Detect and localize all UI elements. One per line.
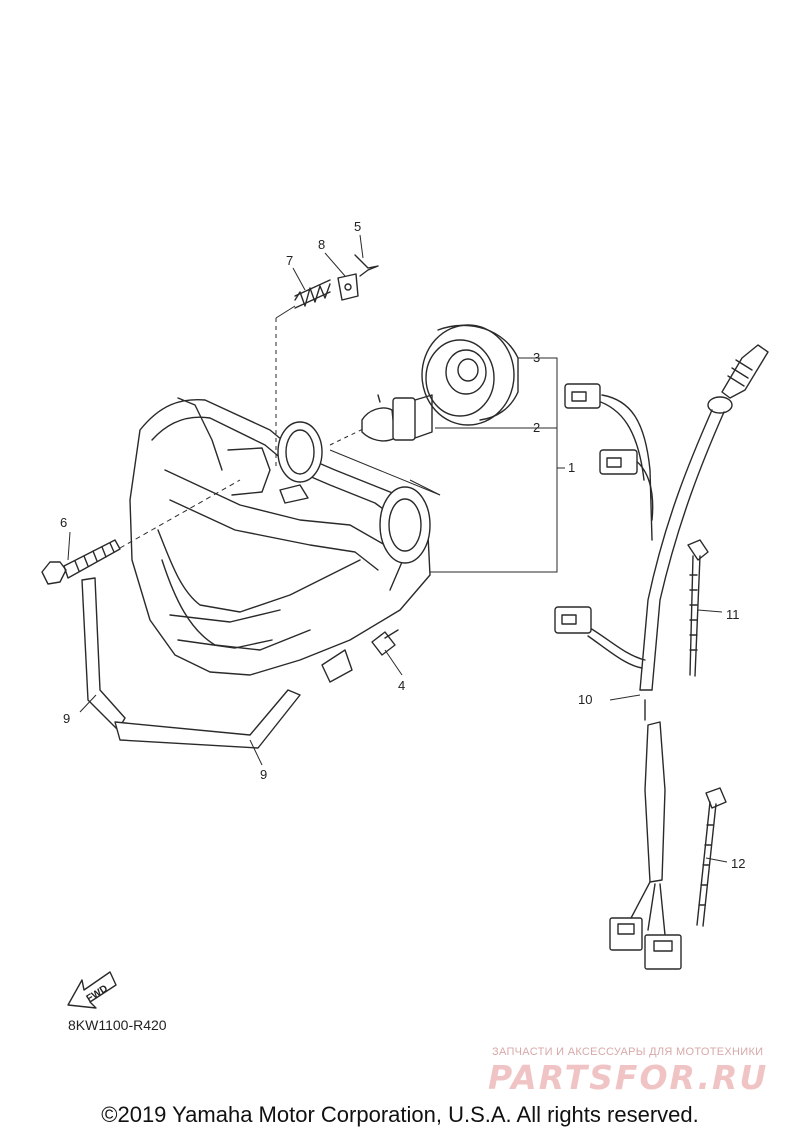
callout-5: 5 bbox=[354, 219, 361, 234]
callout-2: 2 bbox=[533, 420, 540, 435]
callout-4: 4 bbox=[398, 678, 405, 693]
callout-3: 3 bbox=[533, 350, 540, 365]
callout-8: 8 bbox=[318, 237, 325, 252]
clip bbox=[354, 254, 379, 277]
wire-harness bbox=[554, 344, 769, 970]
callout-7: 7 bbox=[286, 253, 293, 268]
screw bbox=[41, 539, 121, 585]
watermark-tagline: ЗАПЧАСТИ И АКСЕССУАРЫ ДЛЯ МОТОТЕХНИКИ bbox=[492, 1046, 764, 1058]
callout-6: 6 bbox=[60, 515, 67, 530]
spring bbox=[294, 279, 331, 309]
socket bbox=[371, 629, 399, 656]
headlight-assembly bbox=[129, 397, 431, 683]
callout-11: 11 bbox=[726, 607, 740, 622]
trim-left bbox=[81, 577, 126, 731]
cable-tie-11 bbox=[687, 539, 709, 677]
callout-1: 1 bbox=[568, 460, 575, 475]
callout-10: 10 bbox=[578, 692, 592, 707]
watermark-logo: PARTSFOR.RU bbox=[488, 1058, 769, 1097]
fwd-arrow-icon: FWD bbox=[67, 971, 117, 1009]
trim-lower bbox=[114, 689, 301, 749]
headlight-bulb bbox=[361, 394, 433, 442]
nut bbox=[337, 273, 359, 301]
cable-tie-12 bbox=[696, 787, 727, 927]
callout-9-lower: 9 bbox=[260, 767, 267, 782]
leader-lines bbox=[67, 234, 728, 863]
copyright-notice: ©2019 Yamaha Motor Corporation, U.S.A. A… bbox=[101, 1102, 699, 1127]
drawing-code: 8KW1100-R420 bbox=[68, 1017, 167, 1033]
callout-12: 12 bbox=[731, 856, 745, 871]
dust-cover bbox=[421, 324, 519, 426]
callout-9-left: 9 bbox=[63, 711, 70, 726]
